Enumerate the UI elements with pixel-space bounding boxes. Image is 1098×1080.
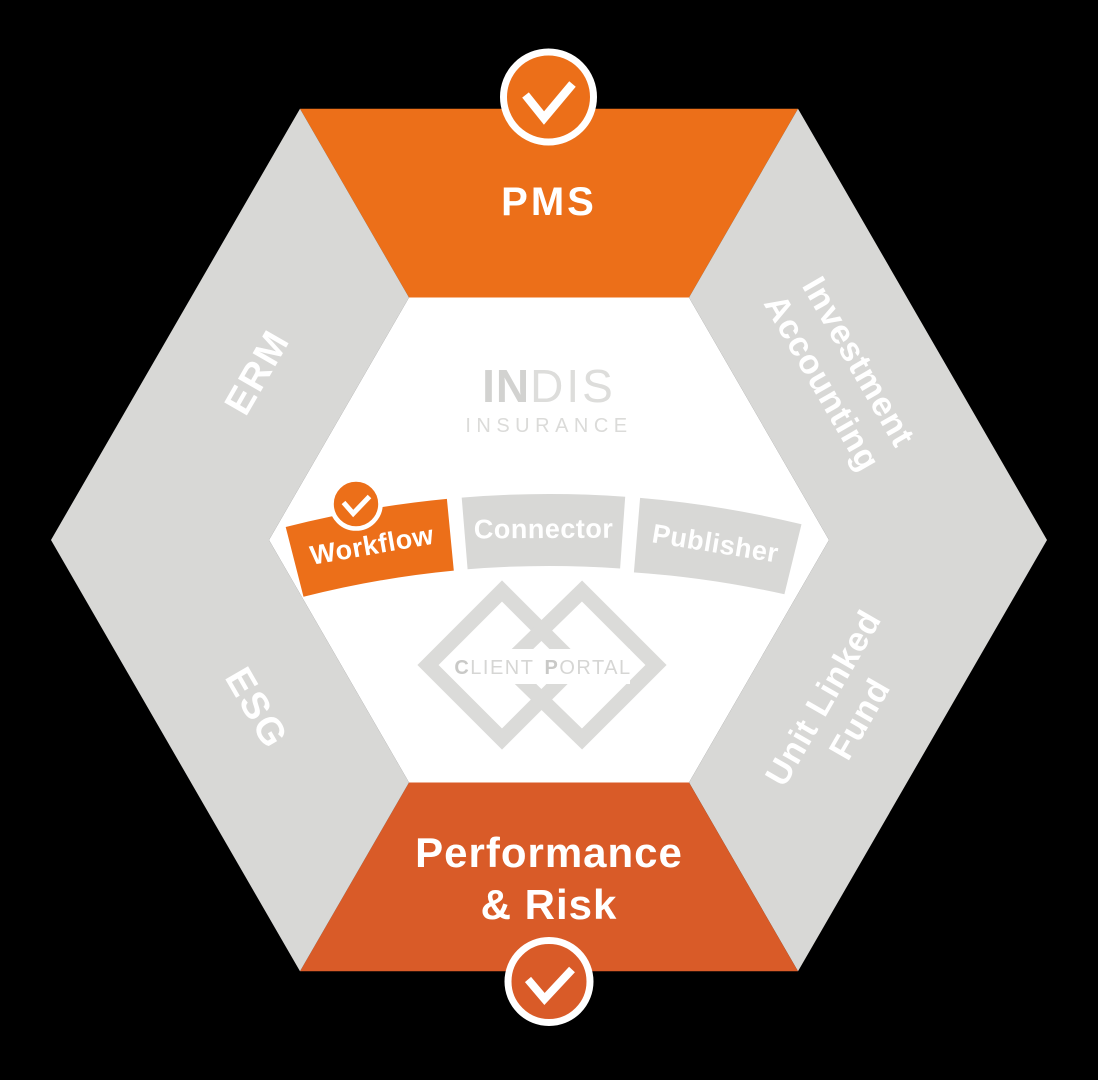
module-publisher[interactable] bbox=[633, 497, 802, 595]
check-badge-pms bbox=[500, 48, 597, 146]
check-badge-workflow bbox=[329, 477, 383, 531]
module-arc: Workflow Connector Publisher bbox=[285, 493, 802, 597]
check-icon bbox=[524, 966, 575, 1006]
segment-pms-label: PMS bbox=[501, 180, 597, 224]
segment-erm[interactable] bbox=[51, 108, 409, 540]
svg-text:Performance: Performance bbox=[415, 829, 683, 876]
segment-unit-linked-fund[interactable] bbox=[689, 540, 1047, 972]
client-portal-text-backplate bbox=[458, 649, 630, 684]
segment-performance-risk-label: Performance & Risk bbox=[415, 829, 683, 928]
check-circle bbox=[329, 477, 383, 531]
check-badge-performance-risk bbox=[504, 937, 594, 1026]
module-workflow[interactable] bbox=[285, 498, 454, 597]
module-connector[interactable] bbox=[461, 493, 626, 570]
segment-esg[interactable] bbox=[51, 540, 409, 972]
check-circle bbox=[500, 48, 597, 146]
indis-logo-subtitle: INSURANCE bbox=[465, 415, 632, 437]
svg-text:& Risk: & Risk bbox=[481, 881, 618, 928]
segment-performance-risk[interactable] bbox=[300, 782, 798, 972]
indis-logo: INDIS INSURANCE bbox=[465, 360, 632, 437]
indis-logo-name: INDIS bbox=[482, 360, 616, 412]
check-icon bbox=[522, 81, 576, 125]
segment-pms[interactable] bbox=[300, 108, 798, 298]
check-icon bbox=[341, 494, 372, 518]
diamond-right-icon bbox=[495, 580, 667, 750]
check-circle bbox=[504, 937, 594, 1026]
segment-investment-accounting[interactable] bbox=[689, 108, 1047, 540]
module-connector-label: Connector bbox=[474, 514, 614, 545]
